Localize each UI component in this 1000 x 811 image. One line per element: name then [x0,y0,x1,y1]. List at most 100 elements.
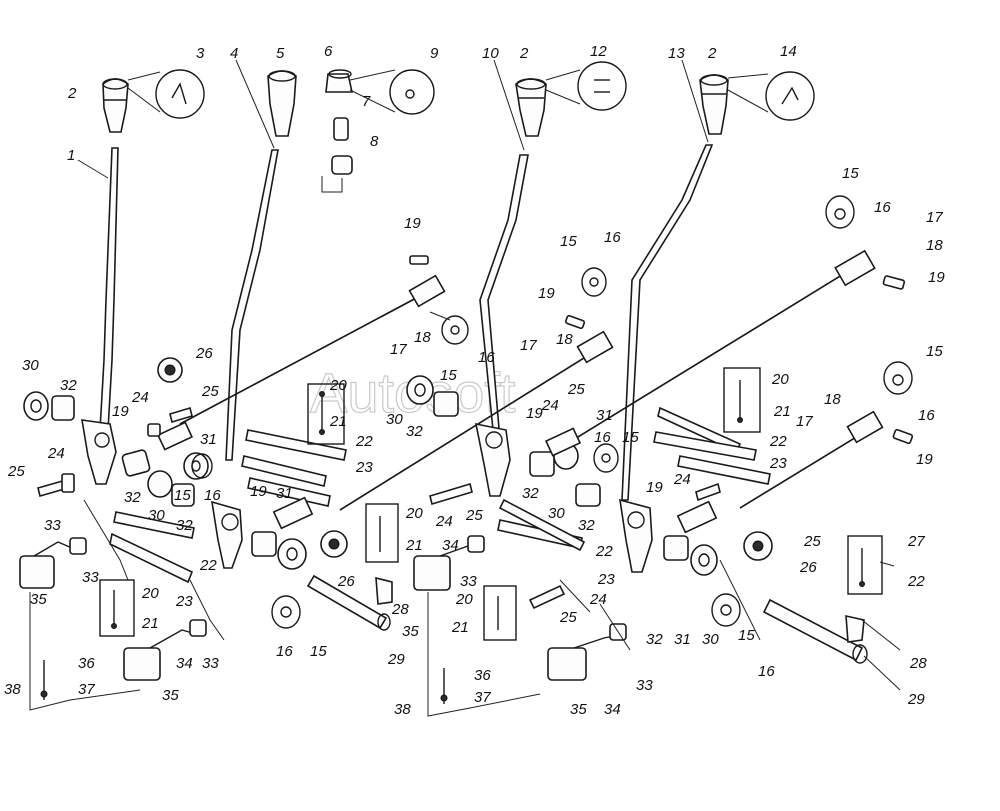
washer-30-c [406,375,434,405]
label-20a: 20 [771,371,789,388]
label-24d: 24 [541,397,559,414]
bracket-28-right [845,614,865,643]
label-15a: 15 [842,165,859,182]
label-25e: 25 [567,381,585,398]
label-16f: 16 [276,643,293,660]
label-31c: 31 [596,407,613,424]
label-19b: 19 [404,215,421,232]
label-33a: 33 [82,569,99,586]
bushing-32-a [51,395,75,421]
label-38a: 38 [4,681,21,698]
lever-hub-center [211,500,243,569]
label-30a: 30 [386,411,403,428]
label-37b: 37 [474,689,491,706]
label-22d: 22 [199,557,217,574]
label-25d: 25 [465,507,483,524]
label-37a: 37 [78,681,95,698]
label-33b: 33 [202,655,219,672]
lever-hub-left [81,419,117,485]
clip-15-16-f [593,443,619,473]
switch-35-d [547,635,615,681]
label-31b: 31 [276,485,293,502]
clip-15-16-h [711,593,741,627]
label-34d: 34 [604,701,621,718]
label-26a: 26 [799,559,817,576]
pin-group-20-21-a [307,383,345,445]
label-28a: 28 [909,655,927,672]
label-19c: 19 [538,285,555,302]
pin-group-36-37-38-a [29,592,141,711]
label-32b: 32 [60,377,77,394]
link-31-center [272,496,314,530]
label-9: 9 [430,45,439,62]
label-28b: 28 [391,601,409,618]
label-32d: 32 [176,517,193,534]
switch-35-a [19,541,73,589]
plug-34-c [467,535,485,553]
label-13: 13 [668,45,685,62]
label-17c: 17 [520,337,537,354]
label-23d: 23 [597,571,615,588]
label-4: 4 [230,45,238,62]
label-20e: 20 [455,591,473,608]
fork-18-c [834,249,876,287]
label-25c: 25 [7,463,25,480]
pin-group-36-37-38-b [427,592,541,717]
label-35d: 35 [570,701,587,718]
link-31-left [156,421,194,451]
label-15b: 15 [560,233,577,250]
label-32e: 32 [522,485,539,502]
label-2a: 2 [67,85,77,102]
label-31d: 31 [674,631,691,648]
label-21a: 21 [773,403,791,420]
switch-35-c [413,545,481,591]
label-22a: 22 [769,433,787,450]
pin-group-20-21-d [483,585,517,641]
label-19e: 19 [112,403,129,420]
label-30c: 30 [148,507,165,524]
label-10: 10 [482,45,499,62]
label-18d: 18 [824,391,841,408]
bracket-5-8 [321,176,343,193]
bushing-32-g [575,483,601,507]
label-8: 8 [370,133,379,150]
lever-4 [225,149,279,461]
bolt-25-c [695,482,721,502]
label-27: 27 [907,533,925,550]
label-22e: 22 [595,543,613,560]
label-35a: 35 [30,591,47,608]
nut-26-c [743,531,773,561]
bracket-28-left [375,576,393,605]
clip-15-16-c [825,195,855,229]
label-6: 6 [324,43,333,60]
label-21e: 21 [451,619,469,636]
label-36a: 36 [78,655,95,672]
label-16e: 16 [204,487,221,504]
bolt-25-b [169,406,193,424]
bolt-24-b [429,482,473,506]
label-24c: 24 [435,513,453,530]
label-36b: 36 [474,667,491,684]
label-20c: 20 [141,585,159,602]
label-12: 12 [590,43,607,60]
disc-9 [349,69,435,115]
label-21d: 21 [405,537,423,554]
label-22c: 22 [355,433,373,450]
knob-1 [102,78,129,133]
lever-hub-middle [474,422,511,497]
label-23c: 23 [175,593,193,610]
label-30d: 30 [548,505,565,522]
ring-31-b [277,538,307,570]
callout-labels: 1 2 3 4 5 6 7 8 9 10 2 12 13 2 14 15 16 … [4,43,945,718]
washer-30-b [147,470,173,498]
strap-22-23-middle [497,498,586,552]
clip-15-16-d [883,361,913,395]
label-33d: 33 [636,677,653,694]
fork-18-a [408,274,446,308]
label-30b: 30 [22,357,39,374]
label-19a: 19 [928,269,945,286]
washer-30-a [23,391,49,421]
ring-31-c [690,544,718,576]
label-19d: 19 [916,451,933,468]
